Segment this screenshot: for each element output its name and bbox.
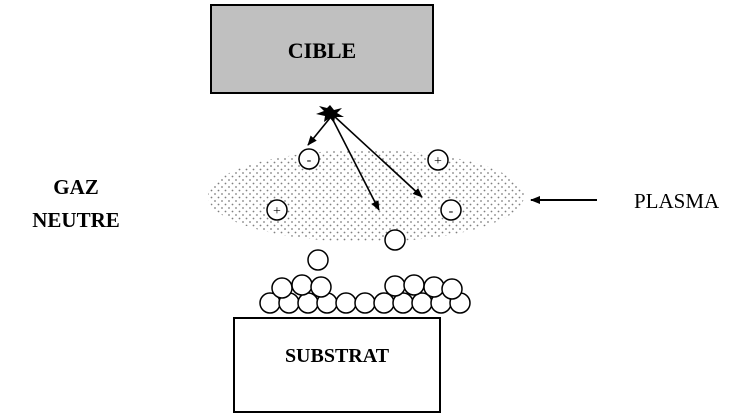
circle-icon — [384, 229, 406, 251]
deposited-layer — [259, 274, 471, 314]
target-block: CIBLE — [210, 4, 434, 94]
gas-label-line1: GAZ — [53, 175, 99, 199]
starburst-icon — [316, 105, 344, 123]
target-label: CIBLE — [288, 38, 356, 63]
circle-icon — [307, 249, 329, 271]
svg-text:+: + — [273, 204, 281, 219]
substrate-label: SUBSTRAT — [285, 345, 390, 367]
substrate-block: SUBSTRAT — [233, 317, 441, 413]
ejection-arrows — [307, 115, 423, 211]
ion-positive-2: + — [266, 199, 288, 221]
svg-text:-: - — [449, 204, 454, 219]
gas-label-line2: NEUTRE — [32, 208, 120, 232]
ion-negative-1: - — [298, 148, 320, 170]
svg-text:-: - — [307, 153, 312, 168]
arrow-icon — [307, 117, 331, 146]
arrow-icon — [331, 117, 380, 211]
arrow-icon — [333, 115, 423, 198]
ion-negative-2: - — [440, 199, 462, 221]
plasma-label: PLASMA — [634, 189, 720, 213]
plasma-cloud — [208, 150, 524, 242]
svg-text:+: + — [434, 154, 442, 169]
ion-positive-1: + — [427, 149, 449, 171]
